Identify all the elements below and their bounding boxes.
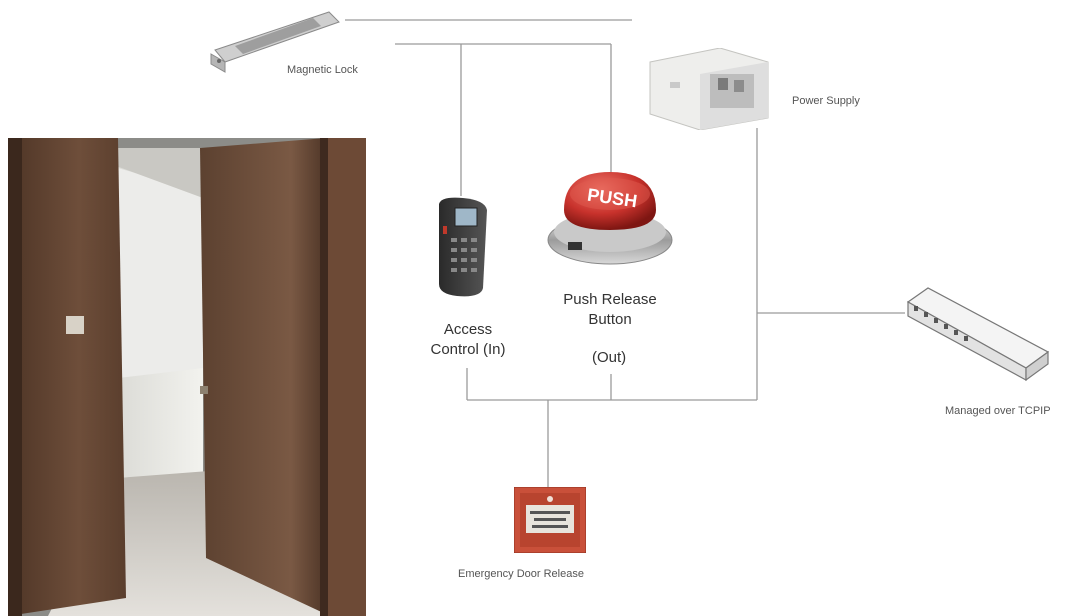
push-release-label: Push Release Button <box>548 290 672 330</box>
network-switch-device <box>906 287 1050 382</box>
push-release-label-line1: Push Release <box>563 291 657 308</box>
access-control-reader <box>439 197 487 297</box>
door-photo <box>8 138 366 616</box>
power-supply-device <box>649 48 769 130</box>
access-control-label: Access Control (In) <box>420 320 516 360</box>
magnetic-lock-label: Magnetic Lock <box>287 64 358 76</box>
push-release-button-device: PUSH <box>547 172 673 265</box>
power-supply-label: Power Supply <box>792 95 860 107</box>
push-release-label-line2: Button <box>588 311 632 328</box>
emergency-release-label: Emergency Door Release <box>458 568 584 580</box>
access-control-label-line1: Access <box>443 321 493 338</box>
push-release-out-label: (Out) <box>592 349 627 366</box>
emergency-door-release-device <box>514 487 586 553</box>
magnetic-lock-device <box>210 11 340 73</box>
access-control-label-line2: Control (In) <box>430 341 506 358</box>
managed-tcpip-label: Managed over TCPIP <box>945 405 1051 417</box>
